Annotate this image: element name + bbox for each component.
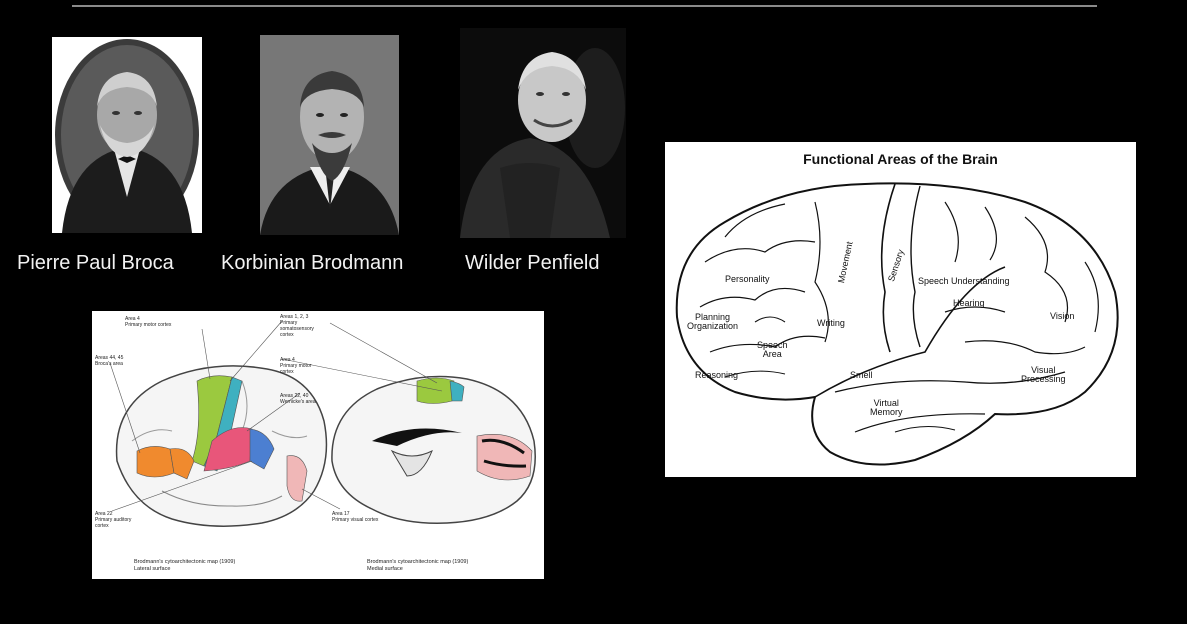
brodmann-auditory-area (249, 428, 275, 470)
functional-brain-title: Functional Areas of the Brain (803, 151, 998, 167)
broca-photo (55, 39, 199, 233)
brodmann-visual-area-medial (476, 434, 533, 481)
portrait-name-broca: Pierre Paul Broca (17, 252, 174, 274)
area-personality: Personality (725, 274, 770, 284)
area-vision: Vision (1050, 311, 1075, 321)
area-smell: Smell (850, 370, 873, 380)
functional-brain-drawing (675, 182, 1119, 466)
area-speech-understanding: Speech Understanding (918, 276, 1010, 286)
portrait-name-penfield: Wilder Penfield (465, 252, 600, 274)
brodmann-broca-area-2 (169, 448, 195, 480)
area-hearing: Hearing (953, 298, 985, 308)
portrait-name-brodmann: Korbinian Brodmann (221, 252, 404, 274)
brodmann-visual-area-lateral (286, 455, 308, 502)
functional-areas-figure: Functional Areas of the Brain Personalit… (665, 142, 1136, 477)
brodmann-broca-area (136, 446, 175, 478)
portrait-broca (52, 37, 202, 233)
bm-caption-lateral: Brodmann's cytoarchitectonic map (1909)L… (134, 559, 236, 572)
top-divider (72, 5, 1097, 7)
brodmann-photo (260, 35, 399, 235)
portrait-brodmann (260, 35, 399, 235)
penfield-photo (460, 28, 626, 238)
portrait-penfield (460, 28, 626, 238)
brodmann-somatosensory-area-medial (449, 380, 465, 402)
area-reasoning: Reasoning (695, 370, 739, 380)
area-writing: Writing (817, 318, 845, 328)
brodmann-map-drawing (109, 320, 536, 527)
medial-brain-outline (331, 375, 536, 524)
brain-outline (675, 182, 1119, 466)
bm-caption-medial: Brodmann's cytoarchitectonic map (1909)M… (367, 559, 469, 572)
